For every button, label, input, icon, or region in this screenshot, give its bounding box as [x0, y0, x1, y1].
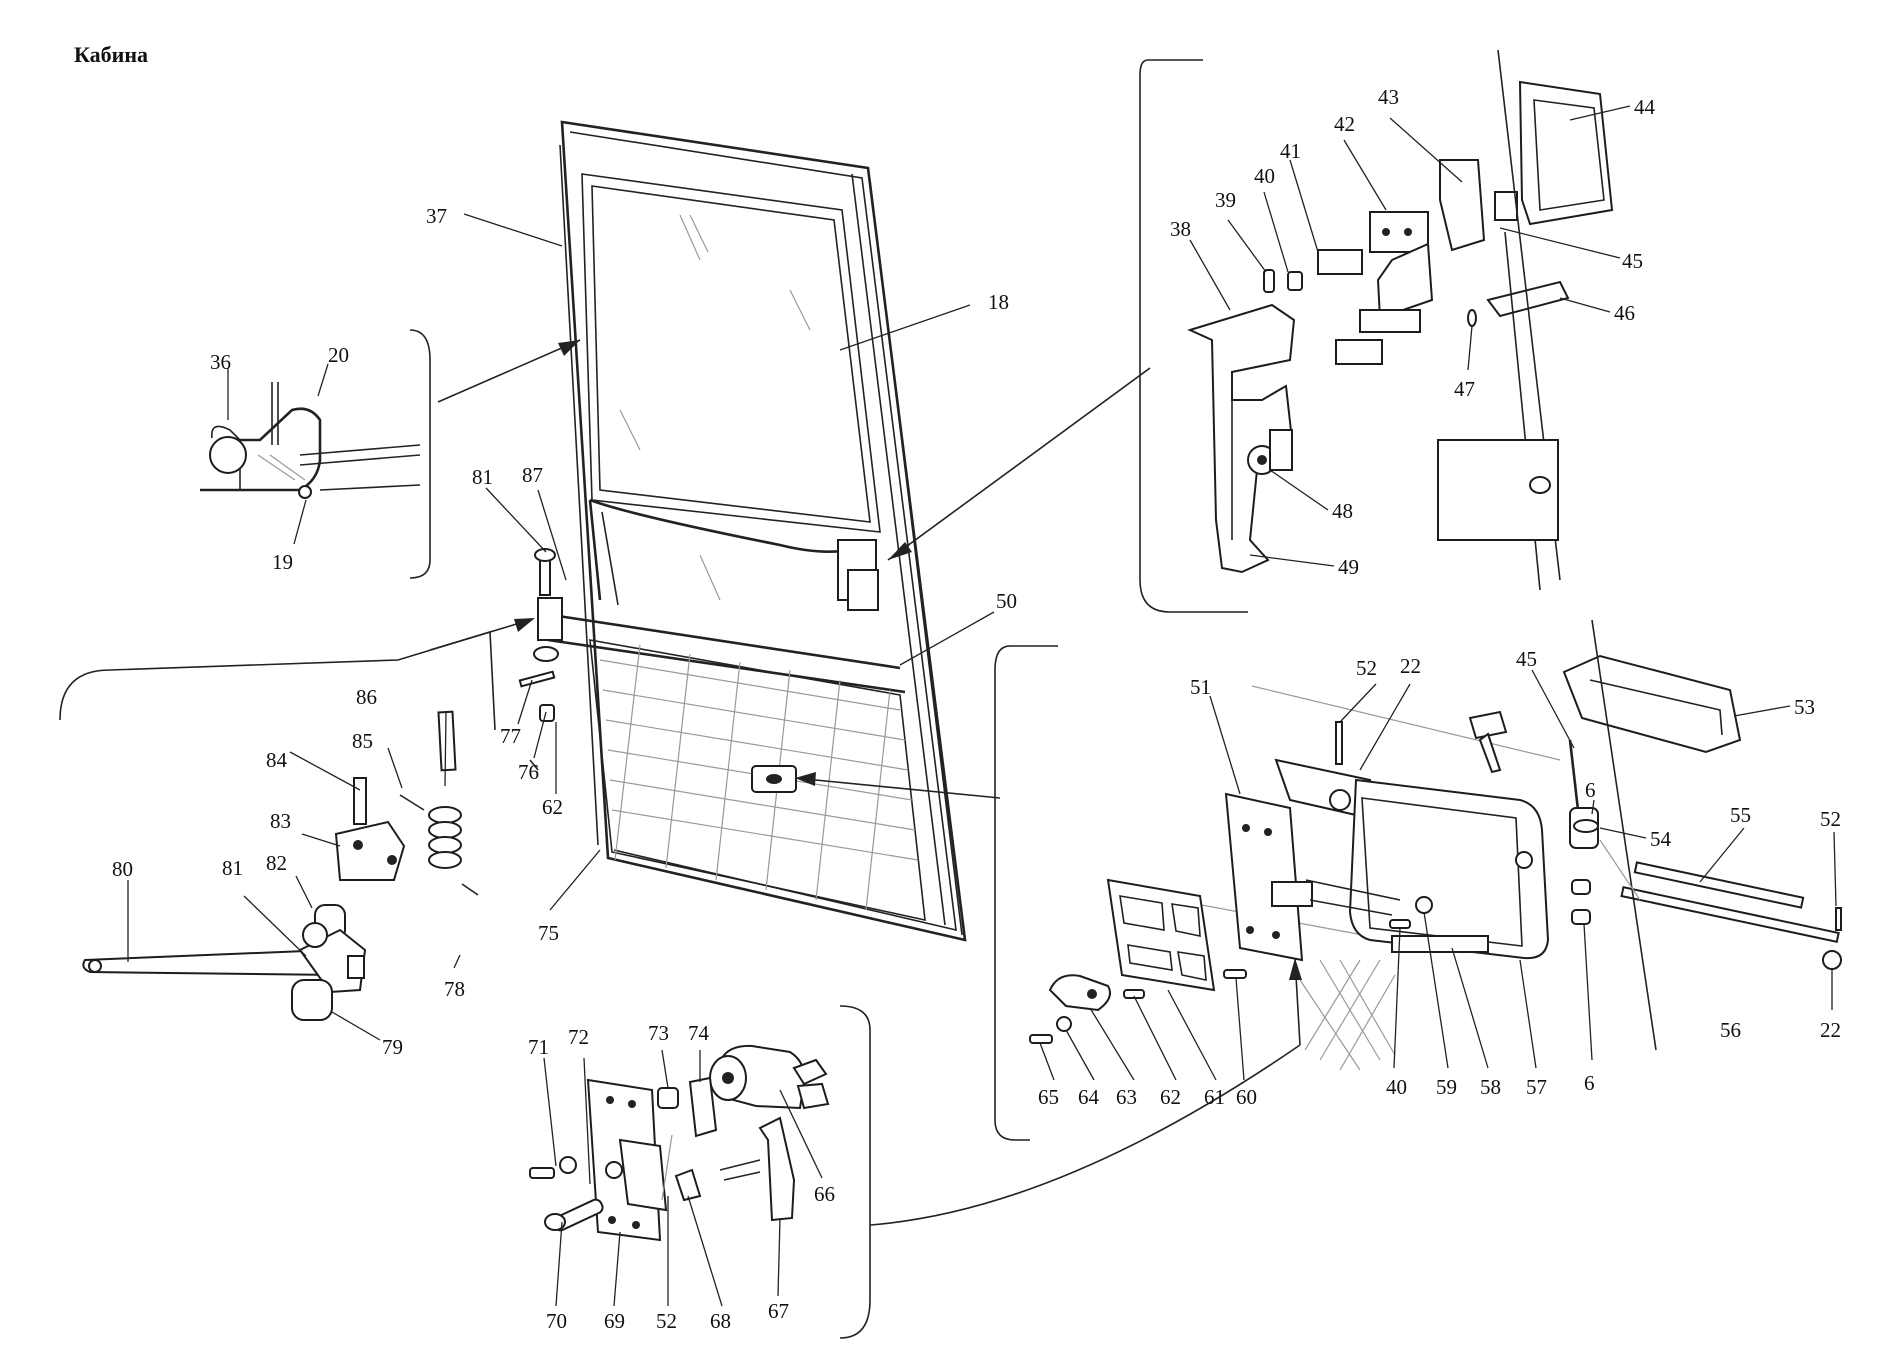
label-20: 20 [328, 343, 349, 367]
label-80: 80 [112, 857, 133, 881]
label-85: 85 [352, 729, 373, 753]
label-19: 19 [272, 550, 293, 574]
label-55: 55 [1730, 803, 1751, 827]
label-75: 75 [538, 921, 559, 945]
callout-numbers: 18 19 20 36 37 38 39 40 41 42 43 44 45 4… [112, 85, 1841, 1333]
hinge-assembly [82, 710, 479, 1021]
label-42: 42 [1334, 112, 1355, 136]
outer-handle [1187, 303, 1296, 574]
label-79: 79 [382, 1035, 403, 1059]
detail-boundaries [59, 59, 1301, 1339]
leader-lines [127, 105, 1837, 1307]
label-70: 70 [546, 1309, 567, 1333]
label-78: 78 [444, 977, 465, 1001]
label-76: 76 [518, 760, 539, 784]
label-47: 47 [1454, 377, 1475, 401]
label-66: 66 [814, 1182, 835, 1206]
label-22-top: 22 [1400, 654, 1421, 678]
label-43: 43 [1378, 85, 1399, 109]
lock-assembly [1029, 685, 1561, 1071]
label-74: 74 [688, 1021, 710, 1045]
label-49: 49 [1338, 555, 1359, 579]
hinge-fasteners [518, 548, 559, 771]
seal-section-detail [200, 382, 421, 499]
cab-door [537, 120, 967, 942]
label-68: 68 [710, 1309, 731, 1333]
label-67: 67 [768, 1299, 789, 1323]
label-41: 41 [1280, 139, 1301, 163]
label-71: 71 [528, 1035, 549, 1059]
label-72: 72 [568, 1025, 589, 1049]
label-50: 50 [996, 589, 1017, 613]
label-62-door: 62 [542, 795, 563, 819]
label-81-top: 81 [472, 465, 493, 489]
inner-lock-assembly [529, 1044, 830, 1242]
label-62-lock: 62 [1160, 1085, 1181, 1109]
label-45-lower: 45 [1516, 647, 1537, 671]
label-81-hinge: 81 [222, 856, 243, 880]
label-51: 51 [1190, 675, 1211, 699]
label-63: 63 [1116, 1085, 1137, 1109]
label-60: 60 [1236, 1085, 1257, 1109]
label-73: 73 [648, 1021, 669, 1045]
label-57: 57 [1526, 1075, 1547, 1099]
label-61: 61 [1204, 1085, 1225, 1109]
label-53: 53 [1794, 695, 1815, 719]
label-46: 46 [1614, 301, 1635, 325]
label-52-right: 52 [1820, 807, 1841, 831]
diagram-title: Кабина [74, 42, 148, 67]
label-48: 48 [1332, 499, 1353, 523]
label-39: 39 [1215, 188, 1236, 212]
label-65: 65 [1038, 1085, 1059, 1109]
label-58: 58 [1480, 1075, 1501, 1099]
label-40-lock: 40 [1386, 1075, 1407, 1099]
label-86: 86 [356, 685, 377, 709]
label-44: 44 [1634, 95, 1656, 119]
label-69: 69 [604, 1309, 625, 1333]
label-83: 83 [270, 809, 291, 833]
label-52-bottom: 52 [656, 1309, 677, 1333]
label-56: 56 [1720, 1018, 1741, 1042]
label-36: 36 [210, 350, 231, 374]
label-77: 77 [500, 724, 521, 748]
label-22-right: 22 [1820, 1018, 1841, 1042]
label-6-bottom: 6 [1584, 1071, 1595, 1095]
striker-assembly [1263, 49, 1614, 591]
label-82: 82 [266, 851, 287, 875]
label-87: 87 [522, 463, 543, 487]
label-52-top: 52 [1356, 656, 1377, 680]
label-6-top: 6 [1585, 778, 1596, 802]
label-84: 84 [266, 748, 288, 772]
callout-arrows [429, 339, 1302, 1046]
label-38: 38 [1170, 217, 1191, 241]
label-40: 40 [1254, 164, 1275, 188]
label-64: 64 [1078, 1085, 1100, 1109]
label-18: 18 [988, 290, 1009, 314]
label-54: 54 [1650, 827, 1672, 851]
label-37: 37 [426, 204, 447, 228]
label-59: 59 [1436, 1075, 1457, 1099]
label-45: 45 [1622, 249, 1643, 273]
outer-pull-handle [1562, 619, 1842, 1051]
